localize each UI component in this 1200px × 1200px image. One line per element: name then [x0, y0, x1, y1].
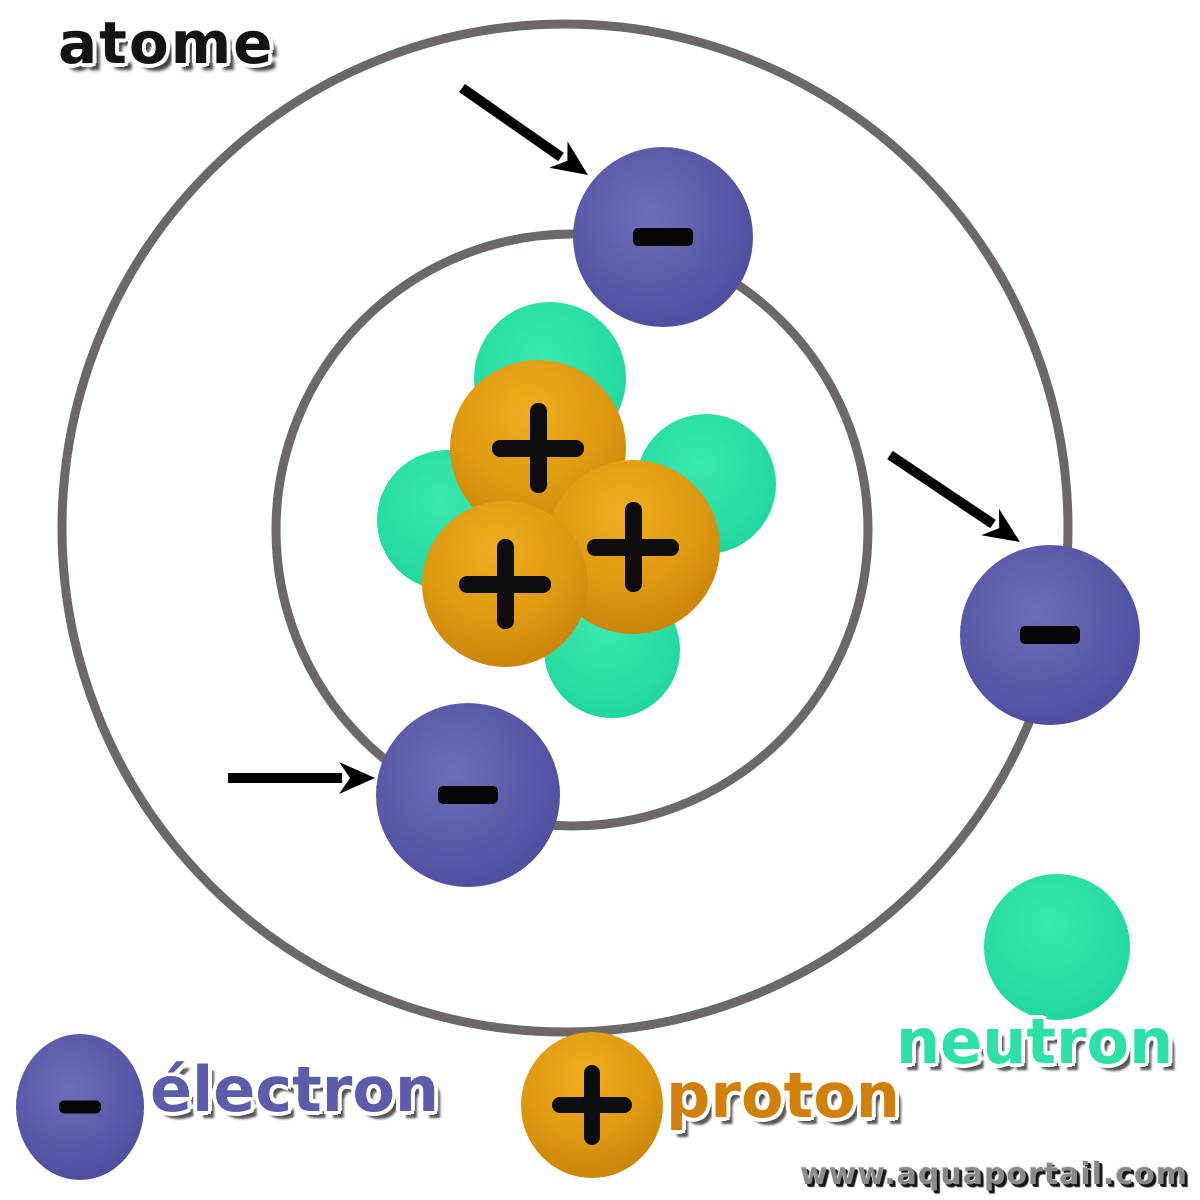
minus-icon [633, 228, 693, 246]
minus-icon [438, 786, 498, 804]
electron-particle [960, 545, 1140, 725]
inner-orbit-ring [271, 229, 873, 831]
minus-icon [1020, 626, 1080, 644]
electron-particle [573, 147, 753, 327]
legend-proton-label: proton [666, 1059, 900, 1132]
watermark: www.aquaportail.com [800, 1157, 1189, 1192]
legend-neutron-swatch [984, 874, 1130, 1020]
electron-particle [376, 703, 560, 887]
legend-proton-swatch [521, 1032, 663, 1178]
diagram-title: atome [58, 9, 275, 77]
legend-neutron-label: neutron [896, 1005, 1174, 1078]
arrow-icon [459, 83, 588, 175]
arrow-icon [228, 762, 375, 794]
legend-electron-label: électron [150, 1053, 440, 1126]
legend-electron-swatch [16, 1034, 144, 1180]
arrow-icon [887, 450, 1020, 542]
minus-icon [59, 1100, 101, 1114]
outer-orbit-ring [57, 19, 1073, 1037]
proton-particle [422, 501, 588, 667]
